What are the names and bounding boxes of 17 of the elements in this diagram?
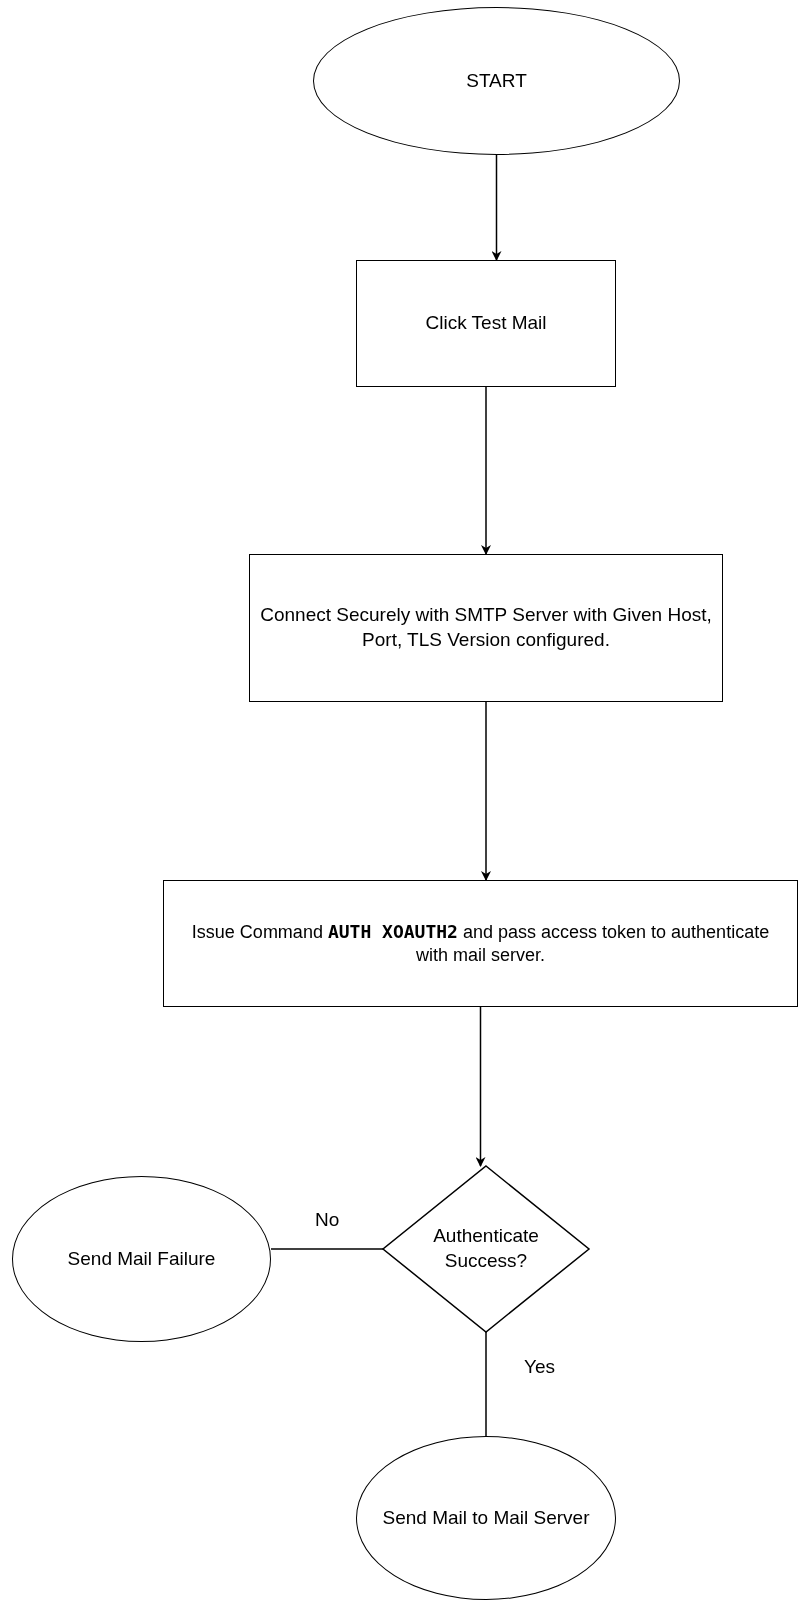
node-label: START xyxy=(466,68,527,93)
node-label: Connect Securely with SMTP Server with Given Host, Port, TLS Version configured. xyxy=(260,603,712,652)
connector-line xyxy=(485,1331,487,1437)
arrow xyxy=(481,386,491,555)
connector-line xyxy=(270,1248,384,1250)
node-label: Send Mail Failure xyxy=(67,1246,216,1271)
process-box xyxy=(163,880,798,1007)
decision-diamond xyxy=(383,1166,589,1332)
arrow xyxy=(475,1006,486,1167)
node-label: Authenticate Success? xyxy=(432,1224,540,1273)
arrow xyxy=(481,701,491,881)
process-box xyxy=(356,260,616,387)
node-label: Issue Command AUTH XOAUTH2 and pass access token to authenticate with mail server. xyxy=(190,919,771,967)
node-label: Click Test Mail xyxy=(425,311,547,336)
node-label: Send Mail to Mail Server xyxy=(382,1505,590,1530)
process-box xyxy=(249,554,723,702)
arrow xyxy=(491,154,502,261)
